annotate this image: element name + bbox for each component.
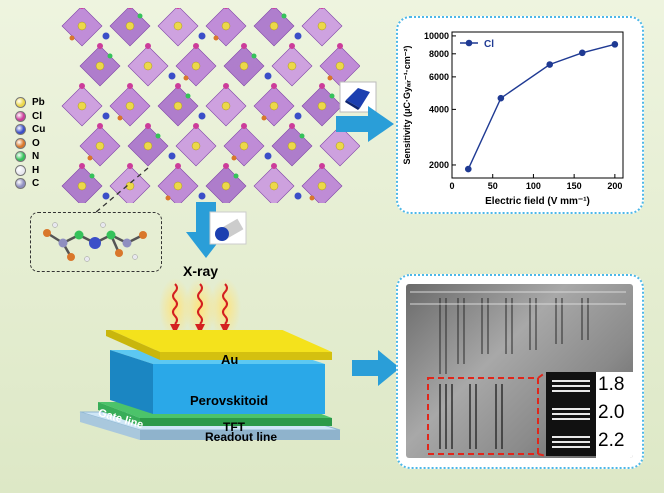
y-tick-label: 4000 [429,104,449,114]
legend-item-n: N [15,150,57,163]
sensitivity-chart: 0 50 100 150 200 2000 4000 6000 8000 10000Electri… [402,31,624,207]
legend-label: O [32,137,40,149]
y-tick-label: 2000 [429,160,449,170]
device-stack [79,330,341,440]
xray-label: X-ray [183,263,219,279]
y-axis-label: Sensitivity (μC·Gyₐᵢᵣ⁻¹·cm⁻²) [402,46,412,165]
legend-label: Cl [32,110,42,122]
legend-label: H [32,164,40,176]
x-axis-label: Electric field (V mm⁻¹) [485,196,590,207]
x-tick-label: 150 [567,181,582,191]
atom-dot-icon [15,137,26,149]
resolution-target [410,291,633,458]
x-tick-label: 100 [526,181,541,191]
xray-beams [159,278,241,338]
legend-label: Cu [32,124,46,135]
crystal-structure [61,8,360,203]
series-line-cl [467,43,616,170]
x-tick-label: 200 [607,181,622,191]
molecule-inset [30,212,162,272]
x-tick-label: 50 [488,181,498,191]
legend-item-cl: Cl [15,110,57,123]
legend-label: N [32,151,40,162]
legend-item-c: C [15,177,57,190]
y-tick-label: 8000 [429,49,449,59]
data-point [578,49,586,57]
tft-label: TFT [223,420,245,434]
molecule-structure [43,222,147,262]
plot-frame [451,31,624,179]
legend-marker [465,39,473,47]
atom-dot-icon [15,151,26,162]
perovskitoid-label: Perovskitoid [190,393,269,408]
data-point [497,94,505,102]
xray-source-icon [209,211,247,245]
x-tick-label: 0 [449,181,454,191]
image-panel: 1.8 2.0 2.2 [396,274,644,469]
legend-item-o: O [15,137,57,150]
atom-dot-icon [15,124,26,135]
legend-item-h: H [15,164,57,177]
atom-dot-icon [15,164,26,176]
readout-line-label: Readout line [205,430,278,444]
lp-label-1: 1.8 [598,374,625,395]
au-label: Au [221,352,239,367]
legend-item-pb: Pb [15,96,57,109]
legend-item-cu: Cu [15,123,57,136]
atom-dot-icon [15,97,26,108]
data-point [611,41,619,48]
data-point [464,165,472,173]
xray-image: 1.8 2.0 2.2 [406,284,633,458]
crystal-sample-icon [339,81,377,113]
legend-label: C [32,178,40,189]
right-arrow-top [336,106,394,142]
atom-dot-icon [15,110,26,122]
legend-label: Pb [32,97,45,108]
data-point [546,61,554,68]
right-arrow-bottom [352,350,400,386]
y-tick-label: 10000 [424,31,449,41]
atom-dot-icon [15,178,26,189]
legend-series-name: Cl [484,39,494,50]
y-tick-label: 6000 [429,72,449,82]
lp-label-2: 2.0 [598,402,625,423]
lp-label-3: 2.2 [598,430,625,451]
